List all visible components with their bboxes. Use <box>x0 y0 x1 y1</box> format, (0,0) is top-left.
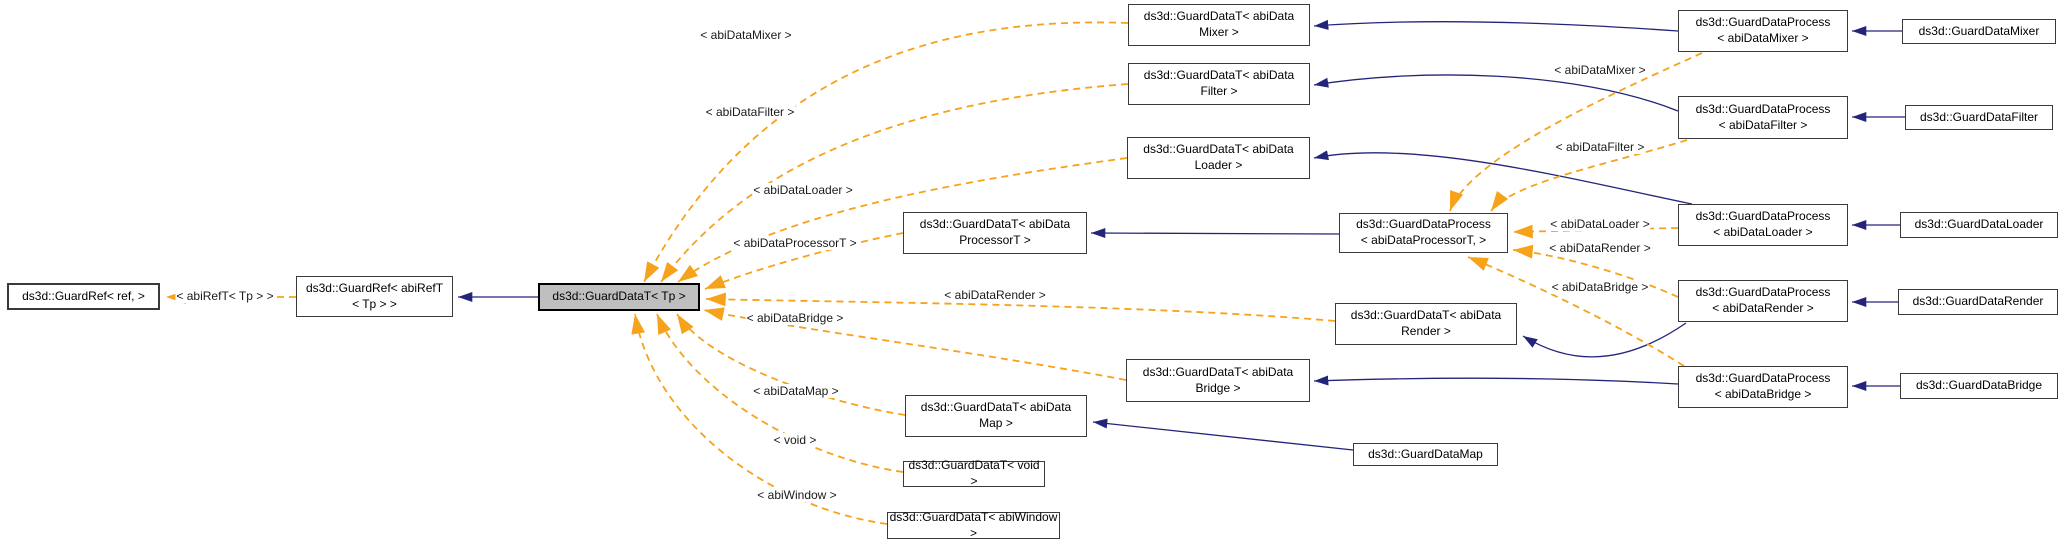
edge-label-abidatamap: < abiDataMap > <box>752 384 840 398</box>
class-node-guarddatat-abidatamap[interactable]: ds3d::GuardDataT< abiData Map > <box>905 395 1087 437</box>
class-node-guarddatabridge[interactable]: ds3d::GuardDataBridge <box>1900 373 2058 399</box>
class-node-guarddatamap[interactable]: ds3d::GuardDataMap <box>1353 443 1498 466</box>
class-node-guarddataprocess-template[interactable]: ds3d::GuardDataProcess < abiDataProcesso… <box>1339 213 1508 253</box>
class-node-guarddataprocess-abidatabridge[interactable]: ds3d::GuardDataProcess < abiDataBridge > <box>1678 366 1848 408</box>
class-node-guarddatat-abidatafilter[interactable]: ds3d::GuardDataT< abiData Filter > <box>1128 63 1310 105</box>
edge-label-abidatafilter: < abiDataFilter > <box>704 105 796 119</box>
edge-label-void: < void > <box>772 433 818 447</box>
edge-label-abiwindow: < abiWindow > <box>756 488 838 502</box>
edge-label-abidataprocessort: < abiDataProcessorT > <box>732 236 858 250</box>
class-node-guardref-ref[interactable]: ds3d::GuardRef< ref, > <box>7 283 160 310</box>
class-node-guarddatat-abiwindow[interactable]: ds3d::GuardDataT< abiWindow > <box>887 510 1060 540</box>
edge-label-abidatabridge-2: < abiDataBridge > <box>1550 280 1650 294</box>
edge-label-abidatamixer-2: < abiDataMixer > <box>1553 63 1647 77</box>
edge-label-abidatafilter-2: < abiDataFilter > <box>1554 140 1646 154</box>
edge-label-abidatamixer: < abiDataMixer > <box>699 28 793 42</box>
class-node-guarddataprocess-abidataloader[interactable]: ds3d::GuardDataProcess < abiDataLoader > <box>1678 204 1848 246</box>
edge-label-abidatabridge: < abiDataBridge > <box>745 311 845 325</box>
class-node-guarddatat-tp: ds3d::GuardDataT< Tp > <box>538 283 700 311</box>
class-node-guarddatafilter[interactable]: ds3d::GuardDataFilter <box>1905 105 2053 130</box>
class-node-guarddatat-void[interactable]: ds3d::GuardDataT< void > <box>903 458 1045 488</box>
class-node-guardref-abireft[interactable]: ds3d::GuardRef< abiRefT < Tp > > <box>296 276 453 317</box>
class-node-guarddatamixer[interactable]: ds3d::GuardDataMixer <box>1902 19 2056 44</box>
class-node-guarddataprocess-abidatamixer[interactable]: ds3d::GuardDataProcess < abiDataMixer > <box>1678 10 1848 52</box>
class-node-guarddatarender[interactable]: ds3d::GuardDataRender <box>1898 289 2058 315</box>
inheritance-edges <box>458 19 1905 451</box>
class-node-guarddatat-abidatarender[interactable]: ds3d::GuardDataT< abiData Render > <box>1335 303 1517 345</box>
class-node-guarddataprocess-abidatafilter[interactable]: ds3d::GuardDataProcess < abiDataFilter > <box>1678 96 1848 139</box>
class-node-guarddatat-abidatabridge[interactable]: ds3d::GuardDataT< abiData Bridge > <box>1126 359 1310 402</box>
class-node-guarddatat-abidataloader[interactable]: ds3d::GuardDataT< abiData Loader > <box>1127 137 1310 179</box>
edge-label-abidataloader: < abiDataLoader > <box>752 183 854 197</box>
class-node-guarddatat-abidataprocessort[interactable]: ds3d::GuardDataT< abiData ProcessorT > <box>903 212 1087 254</box>
class-node-guarddatat-abidatamixer[interactable]: ds3d::GuardDataT< abiData Mixer > <box>1128 4 1310 46</box>
edge-label-abidatarender-2: < abiDataRender > <box>1548 241 1652 255</box>
class-node-guarddataloader[interactable]: ds3d::GuardDataLoader <box>1900 212 2058 238</box>
edge-label-abireft-tp: < abiRefT< Tp > > <box>175 289 275 303</box>
edge-label-abidataloader-2: < abiDataLoader > <box>1549 217 1651 231</box>
class-node-guarddataprocess-abidatarender[interactable]: ds3d::GuardDataProcess < abiDataRender > <box>1678 280 1848 322</box>
edge-label-abidatarender: < abiDataRender > <box>943 288 1047 302</box>
